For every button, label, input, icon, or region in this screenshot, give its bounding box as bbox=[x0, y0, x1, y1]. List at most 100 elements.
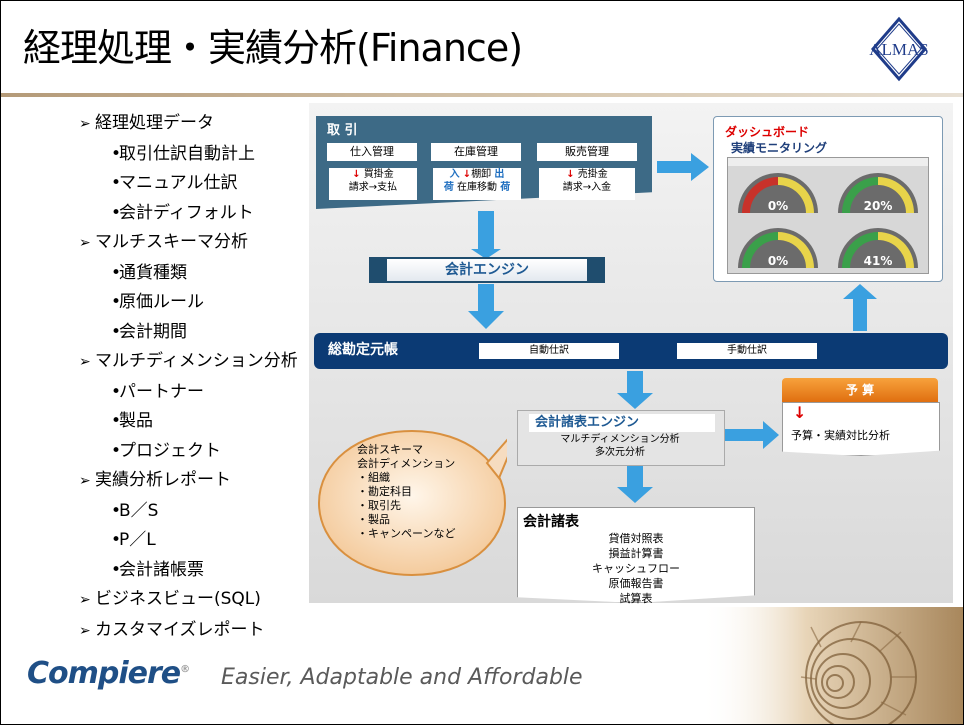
outline-text: 製品 bbox=[119, 411, 153, 431]
dot-bullet-icon: • bbox=[111, 292, 122, 312]
outline-heading: ➢マルチディメンション分析 bbox=[79, 347, 298, 378]
statement-item: 損益計算書 bbox=[608, 547, 664, 560]
outline-text: マルチディメンション分析 bbox=[95, 351, 298, 371]
purchasing-box: 仕入管理 bbox=[327, 143, 417, 161]
outline-text: パートナー bbox=[119, 381, 204, 402]
outline-heading: ➢マルチスキーマ分析 bbox=[79, 228, 298, 259]
general-ledger-title: 総勘定元帳 bbox=[328, 342, 398, 358]
outline-item: •通貨種類 bbox=[79, 259, 298, 289]
dot-bullet-icon: • bbox=[111, 559, 122, 580]
callout-line: ・製品 bbox=[357, 513, 390, 526]
outline-text: カスタマイズレポート bbox=[95, 619, 265, 640]
arrow-tx-to-dash bbox=[657, 153, 709, 181]
arrow-bullet-icon: ➢ bbox=[79, 354, 91, 370]
dot-bullet-icon: • bbox=[111, 173, 122, 193]
budget-doc bbox=[782, 402, 940, 456]
outline-item: •B／S bbox=[79, 497, 298, 527]
fs-engine-title: 会計諸表エンジン bbox=[529, 414, 715, 432]
statement-item: 原価報告書 bbox=[608, 577, 664, 590]
arrow-fse-to-statements bbox=[617, 466, 653, 503]
outline-text: 経理処理データ bbox=[95, 113, 214, 133]
tagline: Easier, Adaptable and Affordable bbox=[221, 665, 583, 690]
dashboard-screenshot: 0% 20% 0% 41% bbox=[727, 157, 929, 274]
general-ledger-bar bbox=[314, 333, 948, 369]
outline-item: •会計諸帳票 bbox=[79, 556, 298, 586]
nautilus-image bbox=[701, 607, 963, 724]
gauges: 0% 20% 0% 41% bbox=[728, 158, 928, 268]
outline-text: 会計ディフォルト bbox=[119, 202, 254, 223]
outline-item: •マニュアル仕訳 bbox=[79, 169, 298, 199]
dot-bullet-icon: • bbox=[111, 262, 122, 283]
budget-text: 予算・実績対比分析 bbox=[791, 429, 890, 442]
receivables-box: ↓ 売掛金請求→入金 bbox=[539, 168, 635, 200]
arrow-bullet-icon: ➢ bbox=[79, 592, 91, 608]
outline-item: •製品 bbox=[79, 407, 298, 437]
dot-bullet-icon: • bbox=[111, 202, 122, 223]
outline-item: •会計期間 bbox=[79, 318, 298, 348]
outline-text: B／S bbox=[119, 500, 159, 521]
budget-down-arrow: ↓ bbox=[793, 403, 807, 422]
outline-text: 会計期間 bbox=[119, 321, 187, 342]
arrow-ledger-to-dash bbox=[843, 284, 877, 331]
outline-text: 会計諸帳票 bbox=[119, 559, 204, 580]
outline-heading: ➢実績分析レポート bbox=[79, 466, 298, 497]
outline-item: •パートナー bbox=[79, 378, 298, 408]
budget-tab: 予 算 bbox=[782, 378, 938, 402]
dot-bullet-icon: • bbox=[111, 440, 122, 461]
arrow-engine-to-ledger bbox=[468, 284, 504, 329]
statements-list: 貸借対照表損益計算書キャッシュフロー原価報告書試算表 bbox=[561, 531, 711, 606]
outline-item: •取引仕訳自動計上 bbox=[79, 140, 298, 170]
outline-text: マルチスキーマ分析 bbox=[95, 232, 248, 252]
outline-text: 原価ルール bbox=[119, 292, 204, 312]
statement-item: 貸借対照表 bbox=[608, 532, 664, 545]
gauge-1: 0% bbox=[738, 173, 818, 213]
dot-bullet-icon: • bbox=[111, 530, 122, 550]
statement-item: キャッシュフロー bbox=[592, 562, 680, 575]
statements-title: 会計諸表 bbox=[523, 514, 579, 530]
almas-logo: ALMAS bbox=[869, 16, 929, 82]
arrow-bullet-icon: ➢ bbox=[79, 473, 91, 489]
outline-text: P／L bbox=[119, 530, 156, 550]
callout-line: ・勘定科目 bbox=[357, 485, 412, 498]
outline-list: ➢経理処理データ•取引仕訳自動計上•マニュアル仕訳•会計ディフォルト➢マルチスキ… bbox=[79, 109, 298, 646]
arrow-ledger-to-fse bbox=[617, 371, 653, 409]
outline-text: 実績分析レポート bbox=[95, 470, 231, 490]
outline-text: 通貨種類 bbox=[119, 262, 187, 283]
callout-line: 会計スキーマ bbox=[357, 443, 423, 456]
dot-bullet-icon: • bbox=[111, 411, 122, 431]
svg-text:20%: 20% bbox=[864, 199, 893, 213]
callout-line: 会計ディメンション bbox=[357, 457, 456, 470]
arrow-fse-to-budget bbox=[725, 421, 779, 449]
outline-heading: ➢ビジネスビュー(SQL) bbox=[79, 585, 298, 616]
outline-text: ビジネスビュー(SQL) bbox=[95, 589, 261, 609]
outline-text: プロジェクト bbox=[119, 440, 221, 461]
arrow-bullet-icon: ➢ bbox=[79, 235, 91, 251]
manual-journal-box: 手動仕訳 bbox=[677, 343, 817, 359]
outline-item: •会計ディフォルト bbox=[79, 199, 298, 229]
outline-item: •P／L bbox=[79, 526, 298, 556]
outline-item: •原価ルール bbox=[79, 288, 298, 318]
payables-box: ↓ 買掛金請求→支払 bbox=[329, 168, 417, 200]
arrow-bullet-icon: ➢ bbox=[79, 622, 91, 639]
logo-text: ALMAS bbox=[869, 40, 929, 59]
schema-callout bbox=[317, 429, 507, 577]
callout-text: 会計スキーマ会計ディメンション・組織・勘定科目・取引先・製品・キャンペーンなど bbox=[357, 443, 455, 541]
arrow-bullet-icon: ➢ bbox=[79, 116, 91, 132]
svg-text:0%: 0% bbox=[768, 199, 788, 213]
page-title: 経理処理・実績分析(Finance) bbox=[23, 26, 523, 70]
gauge-4: 41% bbox=[838, 228, 918, 268]
outline-item: •プロジェクト bbox=[79, 437, 298, 467]
gauge-2: 20% bbox=[838, 173, 918, 213]
fs-engine-sub: マルチディメンション分析 多次元分析 bbox=[560, 434, 680, 458]
auto-journal-box: 自動仕訳 bbox=[479, 343, 619, 359]
inventory-box: 在庫管理 bbox=[431, 143, 521, 161]
callout-line: ・組織 bbox=[357, 471, 390, 484]
dashboard-subtitle: 実績モニタリング bbox=[731, 141, 828, 155]
gauge-3: 0% bbox=[738, 228, 818, 268]
svg-text:0%: 0% bbox=[768, 254, 788, 268]
dot-bullet-icon: • bbox=[111, 500, 122, 521]
svg-text:41%: 41% bbox=[864, 254, 893, 268]
statements-doc bbox=[517, 507, 755, 603]
